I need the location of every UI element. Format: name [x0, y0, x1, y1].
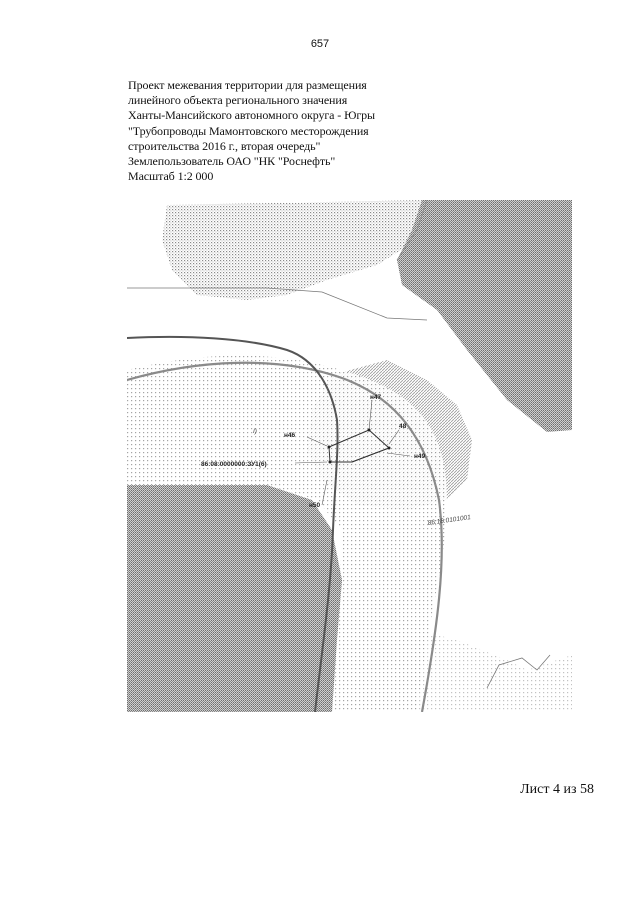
title-line: линейного объекта регионального значения: [128, 93, 348, 108]
title-line: Ханты-Мансийского автономного округа - Ю…: [128, 108, 376, 123]
point-label-n50: н50: [309, 502, 321, 509]
small-mark-label: I): [253, 428, 257, 435]
leader-line: [306, 436, 328, 447]
boundary-line: [396, 200, 428, 261]
forest-area-top: [162, 200, 427, 300]
title-line: "Трубопроводы Мамонтовского месторождени…: [128, 123, 369, 138]
dense-area-left: [127, 485, 342, 712]
parcel-label: 86:08:0000000:ЗУ1(6): [201, 461, 267, 468]
title-block: Проект межевания территории для размещен…: [128, 78, 428, 184]
point-label-n47: н47: [370, 394, 382, 401]
cadastral-map: н47 48 н46 н49 86:08:0000000:ЗУ1(6) н50 …: [127, 200, 572, 712]
vertex-marker: [387, 446, 391, 450]
point-label-48: 48: [399, 423, 407, 430]
dense-area-right: [397, 200, 572, 432]
boundary-line: [486, 654, 551, 689]
sheet-label: Лист 4 из 58: [520, 782, 594, 797]
boundary-line: [127, 287, 428, 321]
vertex-marker: [328, 460, 332, 464]
leader-line: [294, 461, 328, 464]
title-line: строительства 2016 г., вторая очередь": [128, 138, 321, 153]
leader-line: [321, 479, 328, 506]
vertex-marker: [327, 445, 331, 449]
point-label-n46: н46: [284, 432, 296, 439]
parcel-divider: [351, 447, 390, 463]
point-label-n49: н49: [414, 453, 426, 460]
scale-line: Масштаб 1:2 000: [128, 169, 214, 184]
vertex-marker: [367, 428, 371, 432]
light-area-bottom-right: [412, 630, 572, 712]
sparse-area: [127, 355, 447, 712]
page-number: 657: [310, 38, 330, 50]
title-line: Землепользователь ОАО "НК "Роснефть": [128, 154, 336, 169]
title-line: Проект межевания территории для размещен…: [128, 78, 367, 92]
leader-line: [388, 429, 400, 445]
quarter-boundary-curve: [127, 361, 443, 712]
leader-line: [368, 399, 373, 431]
leader-line: [386, 452, 411, 457]
pipeline-route-line: [127, 335, 339, 712]
